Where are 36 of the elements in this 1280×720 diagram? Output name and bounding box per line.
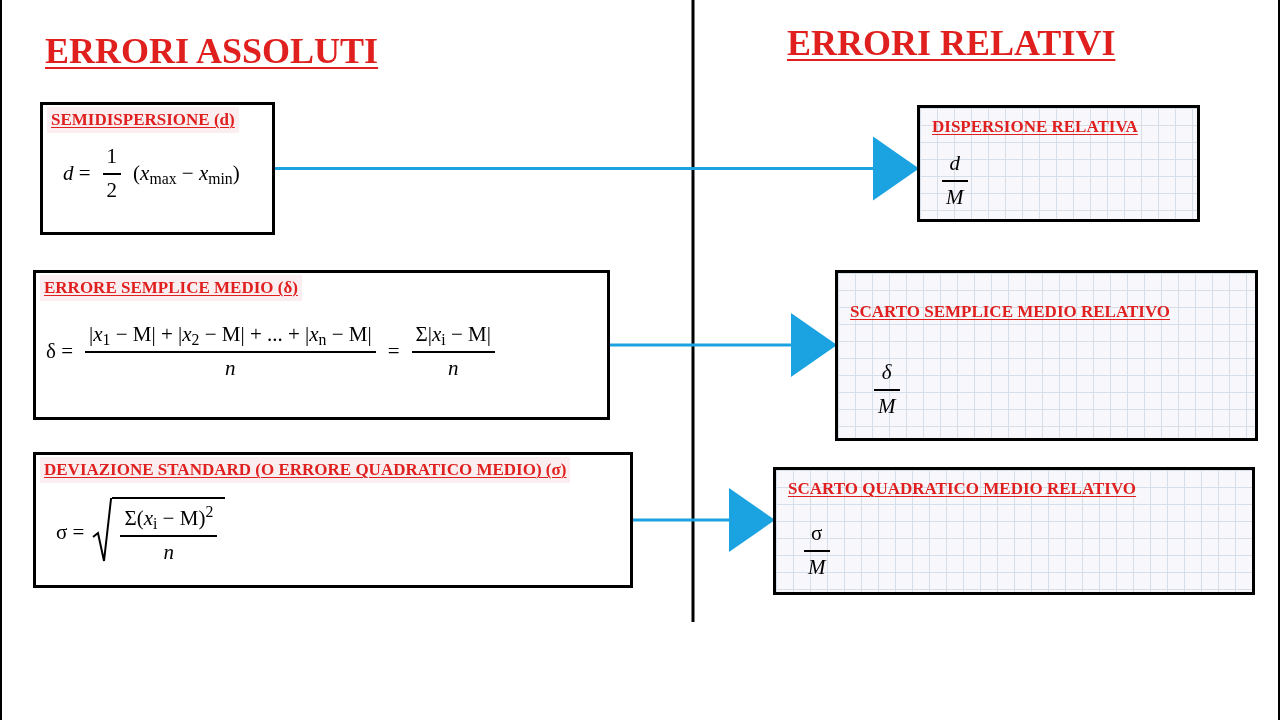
card-heading: SEMIDISPERSIONE (d) [47, 107, 239, 133]
formula-text: σ = [56, 518, 85, 546]
numerator: Σ(x$_{i}$ − M)$^{2}$ [123, 503, 215, 534]
denominator: M [807, 553, 828, 581]
denominator: n [224, 354, 237, 382]
arrow [610, 313, 837, 377]
formula-card [773, 467, 1255, 595]
formula-text: = [387, 337, 400, 365]
card-heading: DEVIAZIONE STANDARD (O ERRORE QUADRATICO MEDIO) (σ) [40, 457, 571, 483]
denominator: M [945, 183, 966, 211]
card-heading: ERRORE SEMPLICE MEDIO (δ) [40, 275, 302, 301]
numerator: Σ|x$_{i}$ − M| [414, 321, 492, 350]
arrow [633, 488, 775, 552]
formula-text: d = [63, 159, 91, 187]
formula-text: (x$_{max}$ − x$_{min}$) [133, 159, 240, 189]
denominator: n [162, 538, 176, 566]
formula-card [917, 105, 1200, 222]
numerator: d [948, 150, 961, 177]
section-heading: ERRORI ASSOLUTI [45, 30, 379, 73]
card-heading: SCARTO QUADRATICO MEDIO RELATIVO [788, 478, 1137, 500]
formula-card [33, 270, 610, 420]
numerator: |x$_{1}$ − M| + |x$_{2}$ − M| + ... + |x$_{n}$ − M| [88, 321, 373, 350]
denominator: M [877, 392, 898, 420]
formula-card [835, 270, 1258, 441]
denominator: 2 [105, 176, 119, 204]
numerator: 1 [105, 143, 119, 170]
numerator: σ [810, 520, 824, 547]
formula-card [33, 452, 633, 588]
section-heading: ERRORI RELATIVI [787, 22, 1116, 65]
formula-card [40, 102, 275, 235]
card-heading: DISPERSIONE RELATIVA [932, 116, 1138, 138]
arrow [275, 136, 919, 201]
numerator: δ [880, 359, 893, 386]
denominator: n [447, 354, 460, 382]
card-heading: SCARTO SEMPLICE MEDIO RELATIVO [850, 301, 1171, 323]
formula-text: δ = [46, 337, 73, 365]
